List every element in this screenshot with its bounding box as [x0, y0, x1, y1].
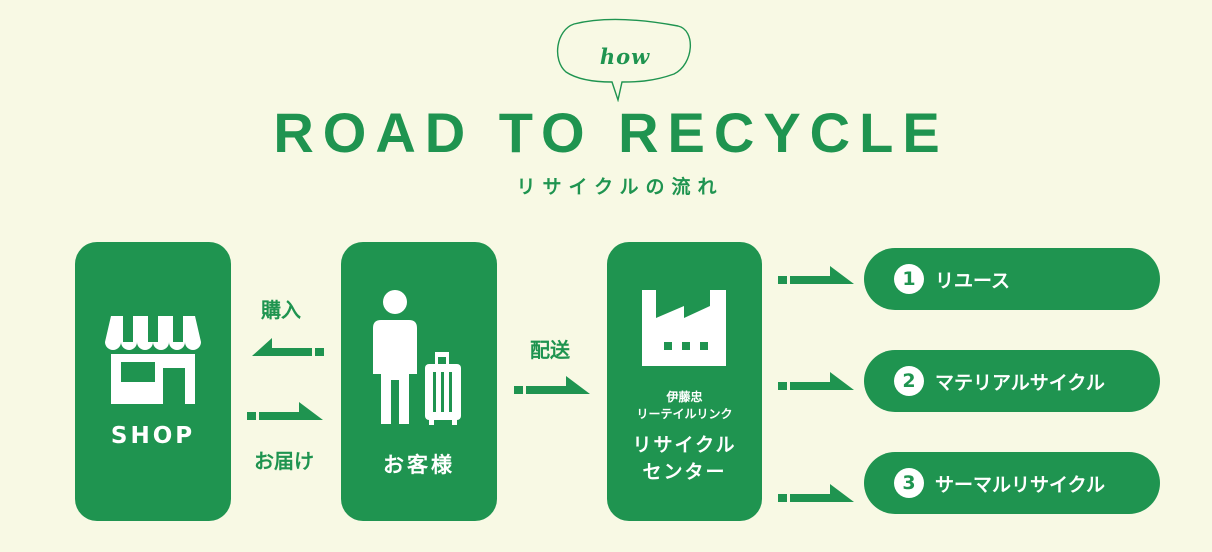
outcome-reuse: 1 リユース	[864, 248, 1160, 310]
center-company-line1: 伊藤忠	[666, 390, 703, 404]
center-name-line2: センター	[642, 461, 727, 483]
shop-card: SHOP	[75, 242, 231, 521]
customer-card: お客様	[341, 242, 497, 521]
person-with-suitcase-icon	[369, 290, 469, 430]
shipping-label: 配送	[530, 338, 570, 362]
page-subtitle: リサイクルの流れ	[516, 176, 724, 198]
how-speech-bubble	[556, 16, 694, 102]
delivery-label: お届け	[254, 449, 314, 473]
center-company-line2: リーテイルリンク	[636, 407, 733, 421]
recycle-center-card: 伊藤忠 リーテイルリンク リサイクル センター	[607, 242, 762, 521]
arrow-left-icon	[250, 334, 326, 358]
step-number-badge: 3	[894, 468, 924, 498]
outcome-material-recycle: 2 マテリアルサイクル	[864, 350, 1160, 412]
arrow-right-icon	[778, 368, 858, 392]
outcome-label: リユース	[935, 269, 1011, 292]
outcome-label: サーマルリサイクル	[935, 473, 1106, 496]
page-title: ROAD TO RECYCLE	[273, 101, 949, 164]
arrow-right-icon	[778, 262, 858, 286]
arrow-right-icon	[247, 398, 327, 422]
step-number-badge: 1	[894, 264, 924, 294]
outcome-label: マテリアルサイクル	[935, 371, 1105, 394]
factory-icon	[642, 290, 728, 366]
customer-label: お客様	[383, 453, 455, 477]
center-name-line1: リサイクル	[632, 434, 737, 456]
bubble-label: how	[599, 44, 651, 69]
shop-label: SHOP	[110, 423, 196, 449]
outcome-thermal-recycle: 3 サーマルリサイクル	[864, 452, 1160, 514]
arrow-right-icon	[778, 480, 858, 504]
shop-icon	[105, 316, 201, 404]
step-number-badge: 2	[894, 366, 924, 396]
purchase-label: 購入	[261, 298, 301, 322]
arrow-right-icon	[514, 372, 594, 396]
